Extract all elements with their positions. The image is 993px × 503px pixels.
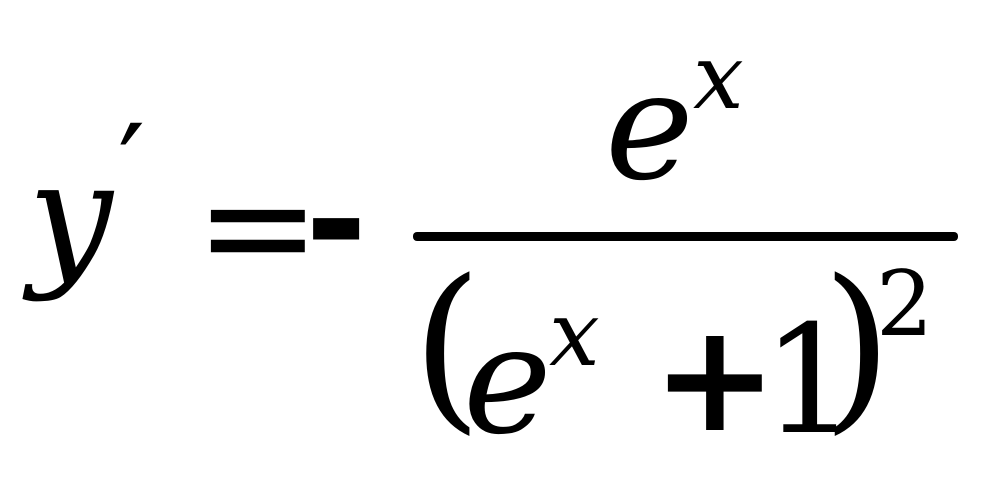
denominator-exponent-x: x [549, 282, 600, 387]
numerator-exponent-x: x [693, 25, 744, 130]
fraction-bar [413, 232, 958, 241]
denominator-base-e: e [463, 294, 552, 468]
denominator-power-two: 2 [876, 252, 933, 357]
denominator-digit-one: 1 [762, 294, 857, 468]
minus-sign: - [305, 134, 367, 308]
lhs-variable-y: y [22, 130, 115, 304]
numerator-base-e: e [605, 40, 694, 214]
denominator-close-paren: ) [822, 242, 892, 451]
lhs-prime-symbol: ′ [118, 100, 145, 239]
plus-sign: + [652, 292, 778, 466]
equals-sign: = [195, 140, 321, 314]
denominator-open-paren: ( [412, 242, 482, 451]
